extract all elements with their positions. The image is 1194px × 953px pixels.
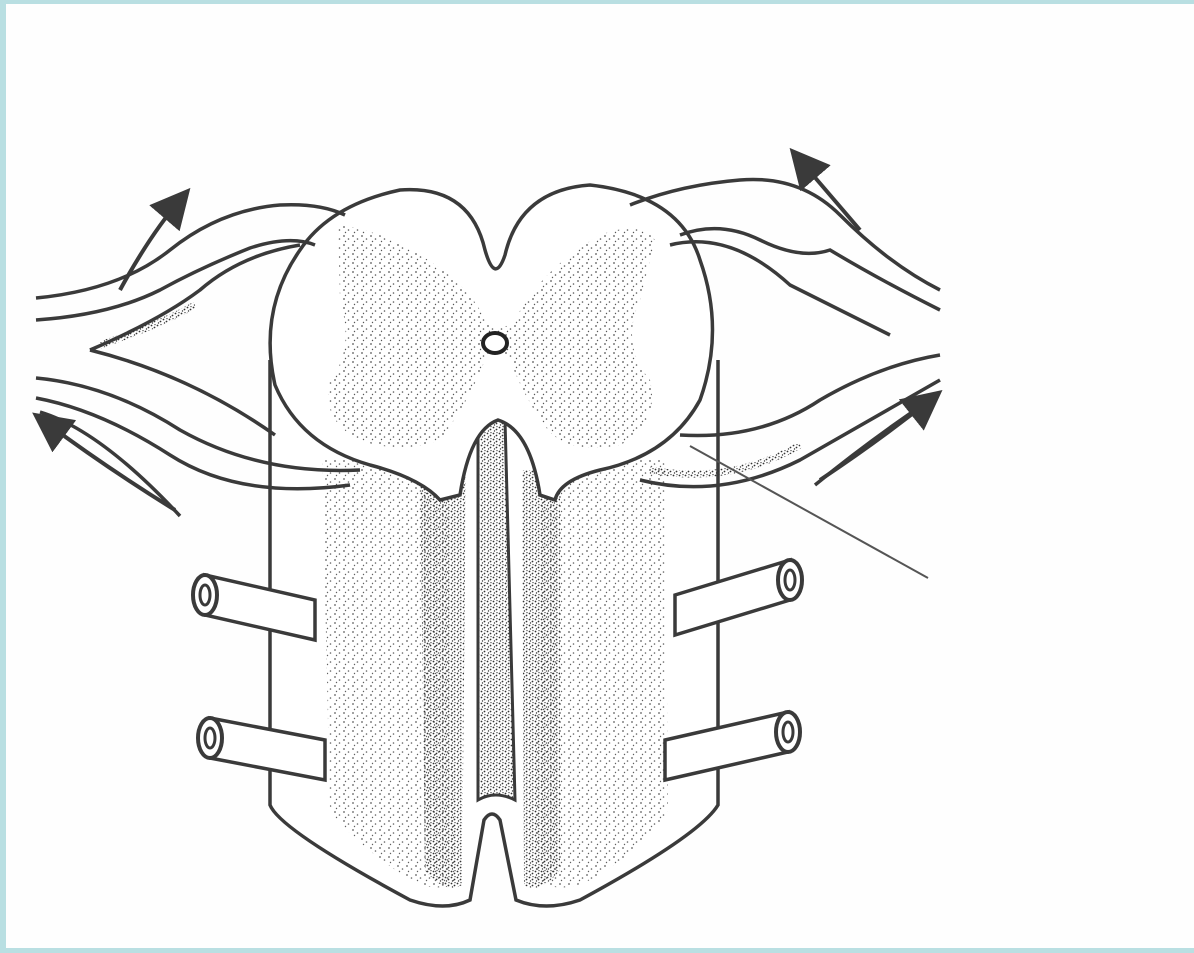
arrow-left-upper: [120, 200, 180, 290]
central-canal: [483, 333, 507, 353]
posterior-column-right: [522, 470, 560, 888]
posterior-column-left: [420, 470, 466, 888]
pointer-line: [690, 446, 928, 578]
arrow-right-upper: [800, 160, 860, 230]
arrow-left-lower: [45, 422, 175, 510]
